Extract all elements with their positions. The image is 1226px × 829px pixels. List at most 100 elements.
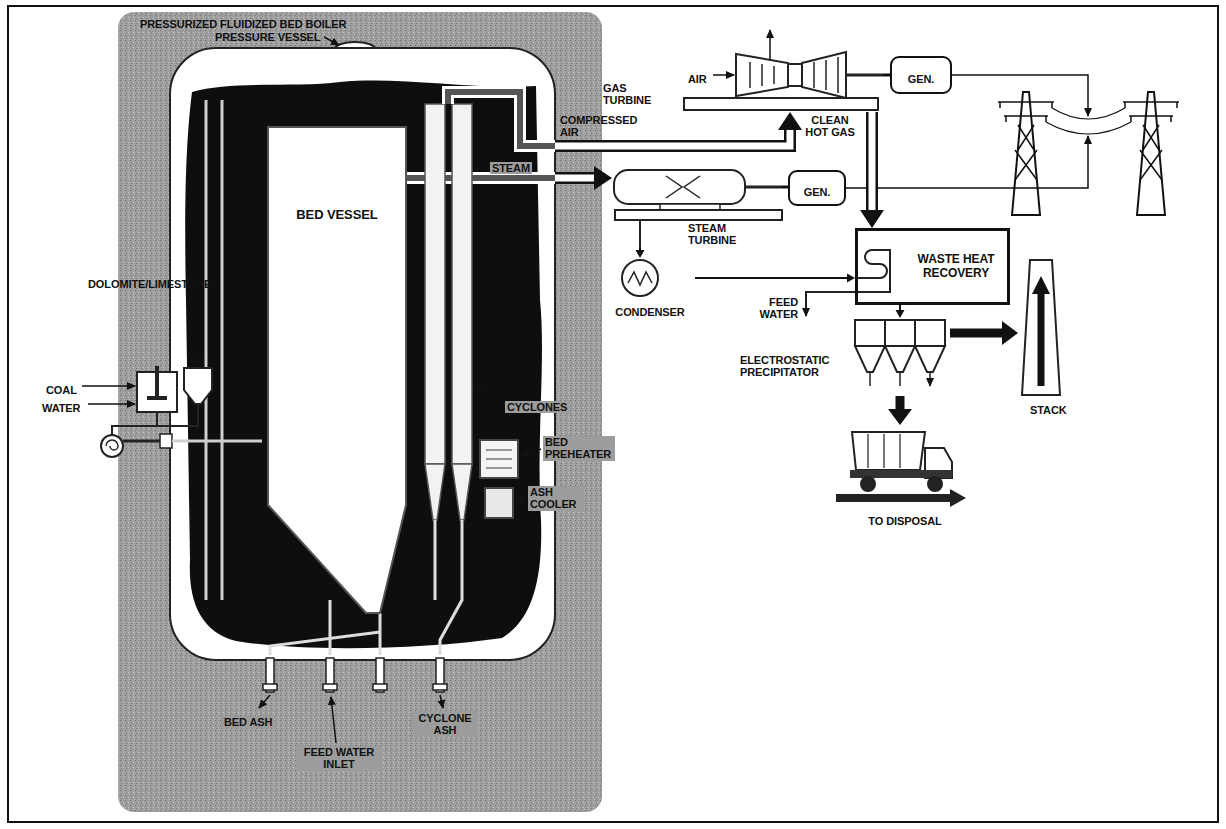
- text-holder: GEN.: [804, 182, 831, 200]
- generator: GEN.: [788, 170, 846, 206]
- dump-truck-drawing: [836, 489, 966, 507]
- node-label: TO DISPOSAL: [868, 515, 941, 527]
- dump-truck-drawing: [868, 434, 900, 468]
- flow-arrows: [88, 403, 135, 405]
- stack-drawing: [1022, 260, 1060, 395]
- node-label: ELECTROSTATIC PRECIPITATOR: [740, 354, 848, 379]
- arrow-head: [860, 210, 884, 228]
- dump-truck-drawing: [927, 476, 943, 492]
- flow-connector: [695, 274, 855, 283]
- boiler-panel-ground: [118, 12, 602, 812]
- flow-connector: [883, 75, 890, 76]
- electrostatic-precipitator: ELECTROSTATIC PRECIPITATOR: [738, 318, 950, 396]
- bottom-piping: [433, 684, 447, 690]
- pressure-vessel: PRESSURE VESSELBED VESSEL: [170, 48, 555, 660]
- arrow-head: [778, 112, 802, 130]
- leader-lines: [521, 449, 541, 456]
- steam-turbine-drawing: [615, 210, 782, 220]
- pipe-bore: [555, 127, 790, 146]
- flow-connector: [555, 127, 790, 146]
- stack-drawing: [1022, 260, 1060, 395]
- steam-turbine-drawing: [614, 170, 782, 248]
- text-holder: CLEAN HOT GAS: [800, 114, 860, 140]
- condenser-symbol: [622, 260, 658, 296]
- pressure-vessel-drawing: [185, 80, 542, 648]
- part-label: DOLOMITE/LIMESTONE: [88, 278, 211, 290]
- text-holder: STEAM TURBINE: [688, 222, 746, 248]
- precipitator-drawing: [855, 346, 885, 372]
- flow-arrows: [952, 75, 1088, 116]
- part-label: BED PREHEATER: [543, 436, 615, 461]
- feed-preparation-drawing: [106, 440, 118, 450]
- text-holder: STEAM: [490, 158, 532, 176]
- steam-turbine-drawing: [614, 170, 745, 204]
- cyclone-drawing: [425, 92, 556, 655]
- transmission-towers: [998, 102, 1054, 180]
- pressure-vessel-drawing: [206, 100, 222, 600]
- text-holder: BED PREHEATER: [543, 436, 615, 462]
- arrow-head: [594, 166, 612, 190]
- node-label: PRESSURIZED FLUIDIZED BED BOILER: [140, 18, 346, 30]
- steam-turbine-drawing: [639, 220, 641, 248]
- text-holder: PRESSURE VESSEL: [215, 27, 320, 45]
- heat-exchanger-drawing: [480, 440, 518, 518]
- pressure-vessel-drawing: [160, 434, 172, 448]
- text-holder: BED VESSEL: [262, 205, 412, 223]
- flow-arrows: [197, 290, 199, 365]
- cyclone-drawing: [435, 520, 462, 655]
- dump-truck-drawing: [836, 432, 966, 507]
- flow-connector: [555, 166, 612, 190]
- text-holder: COAL: [46, 380, 77, 398]
- node-label: CONDENSER: [615, 306, 684, 318]
- part-label: WATER: [42, 402, 80, 414]
- feed-preparation-drawing: [184, 368, 212, 404]
- text-holder: ASH COOLER: [528, 486, 584, 512]
- text-holder: AIR: [688, 69, 707, 87]
- flow-connector: [695, 277, 848, 279]
- heat-exchanger-drawing: [486, 450, 512, 468]
- leader-lines: [324, 37, 339, 45]
- gas-turbine: GAS TURBINE: [598, 38, 883, 112]
- precipitator-drawing: [855, 320, 945, 346]
- feed-preparation-drawing: [123, 440, 160, 443]
- bottom-piping: [263, 684, 277, 690]
- gas-turbine-drawing: [802, 52, 846, 98]
- part-label: COAL: [46, 384, 77, 396]
- steam-turbine-drawing: [745, 186, 782, 189]
- cyclone-drawing: [425, 104, 445, 464]
- vessel-outline: [268, 127, 406, 613]
- text-holder: TO DISPOSAL: [840, 511, 970, 529]
- node-label: GEN.: [804, 186, 831, 198]
- flow-connector: [860, 112, 884, 228]
- feed-preparation-drawing: [101, 435, 123, 457]
- leader-lines: [259, 695, 270, 708]
- cyclone-drawing: [425, 464, 445, 520]
- node-label: GAS TURBINE: [603, 82, 663, 107]
- gas-turbine-drawing: [736, 54, 788, 96]
- precipitator-drawing: [870, 373, 930, 386]
- flow-connector: [555, 112, 802, 146]
- gas-turbine-drawing: [846, 74, 883, 77]
- text-holder: COMPRESSED AIR: [560, 114, 642, 140]
- dump-truck-drawing: [860, 476, 876, 492]
- text-holder: WATER: [42, 398, 80, 416]
- waste-heat-recovery-drawing: [855, 228, 1010, 305]
- arrow-head: [1002, 321, 1018, 345]
- text-holder: GAS TURBINE: [603, 82, 663, 108]
- gas-turbine-drawing: [814, 57, 838, 93]
- bottom-piping: [323, 684, 337, 690]
- flow-arrows: [713, 74, 734, 76]
- heat-exchanger-drawing: [480, 440, 518, 478]
- precipitator-drawing: [915, 346, 945, 372]
- node-label: STEAM TURBINE: [688, 222, 746, 247]
- flow-connector: [888, 396, 912, 425]
- gas-turbine-drawing: [684, 52, 883, 110]
- condenser: CONDENSER: [605, 258, 695, 316]
- cyclone-drawing: [452, 464, 472, 520]
- transmission-towers: [1137, 92, 1165, 215]
- flow-arrows: [846, 136, 1088, 188]
- flow-connector: [883, 74, 890, 77]
- cyclone-drawing: [448, 92, 556, 146]
- bottom-piping: [373, 684, 387, 690]
